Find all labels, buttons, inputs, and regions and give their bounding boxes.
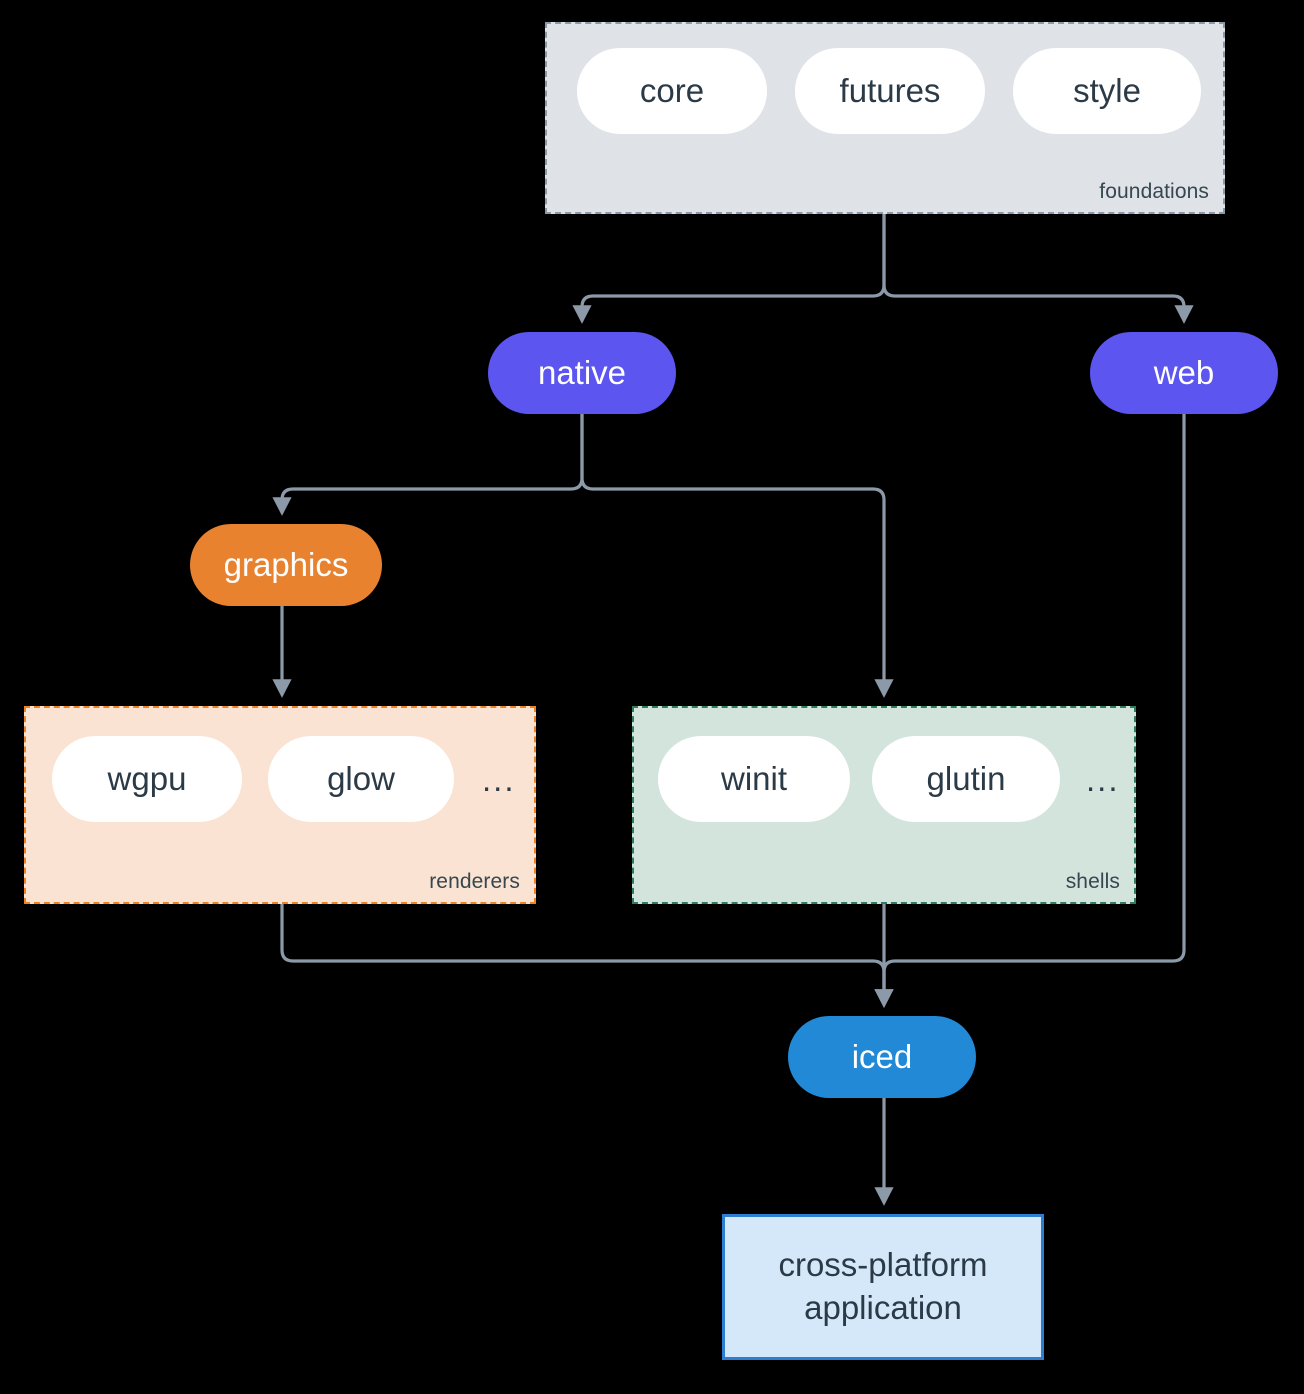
shells-more-ellipsis: ... [1086,760,1120,798]
pill-winit[interactable]: winit [658,736,850,822]
group-shells: winit glutin ... shells [632,706,1136,904]
edge-foundations-native [572,212,886,324]
group-label-foundations: foundations [1099,180,1209,203]
group-foundations: core futures style foundations [545,22,1225,214]
node-iced[interactable]: iced [788,1016,976,1098]
pill-glow[interactable]: glow [268,736,454,822]
pill-futures[interactable]: futures [795,48,985,134]
edge-foundations-web [882,212,1194,324]
pill-style[interactable]: style [1013,48,1201,134]
pill-glutin[interactable]: glutin [872,736,1060,822]
node-native[interactable]: native [488,332,676,414]
node-cross-platform-application[interactable]: cross-platform application [722,1214,1044,1360]
edge-renderers-iced [280,902,894,1008]
app-label-line1: cross-platform [778,1246,988,1284]
pill-wgpu[interactable]: wgpu [52,736,242,822]
node-web[interactable]: web [1090,332,1278,414]
group-label-shells: shells [1065,870,1120,893]
group-renderers: wgpu glow ... renderers [24,706,536,904]
edge-native-shells [580,412,894,698]
renderers-more-ellipsis: ... [482,760,516,798]
node-graphics[interactable]: graphics [190,524,382,606]
group-label-renderers: renderers [429,870,520,893]
edge-native-graphics [272,412,584,516]
app-label-line2: application [804,1289,962,1326]
pill-core[interactable]: core [577,48,767,134]
